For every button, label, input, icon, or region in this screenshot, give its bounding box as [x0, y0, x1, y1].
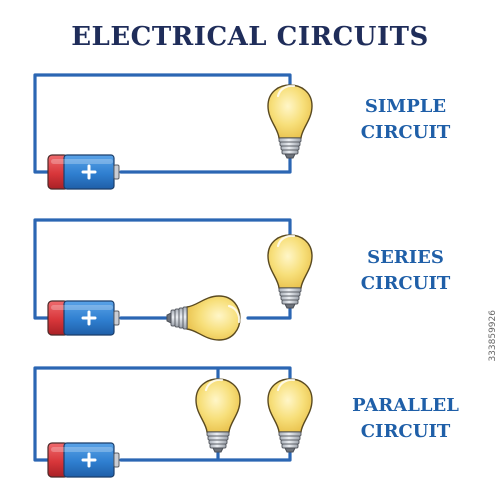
light-bulb-icon	[266, 83, 314, 160]
parallel-circuit-label-line1: PARALLEL	[352, 395, 459, 416]
battery-icon	[46, 153, 121, 191]
parallel-circuit-wire	[33, 366, 292, 462]
light-bulb-icon	[194, 377, 242, 454]
simple-circuit-label: SIMPLE CIRCUIT	[318, 94, 493, 146]
series-circuit-label-line2: CIRCUIT	[360, 273, 451, 294]
page-title: ELECTRICAL CIRCUITS	[71, 22, 429, 52]
parallel-circuit	[33, 366, 314, 479]
series-circuit	[33, 218, 314, 342]
simple-circuit-label-line2: CIRCUIT	[360, 122, 451, 143]
battery-icon	[46, 441, 121, 479]
parallel-circuit-label-line2: CIRCUIT	[360, 421, 451, 442]
light-bulb-icon	[266, 377, 314, 454]
light-bulb-icon	[266, 233, 314, 310]
simple-circuit-label-line1: SIMPLE	[364, 96, 447, 117]
series-circuit-label-line1: SERIES	[367, 247, 444, 268]
light-bulb-icon	[165, 294, 242, 342]
series-circuit-label: SERIES CIRCUIT	[318, 245, 493, 297]
battery-icon	[46, 299, 121, 337]
parallel-circuit-label: PARALLEL CIRCUIT	[318, 393, 493, 445]
simple-circuit	[33, 73, 314, 191]
stock-id: 333859926	[488, 310, 498, 362]
